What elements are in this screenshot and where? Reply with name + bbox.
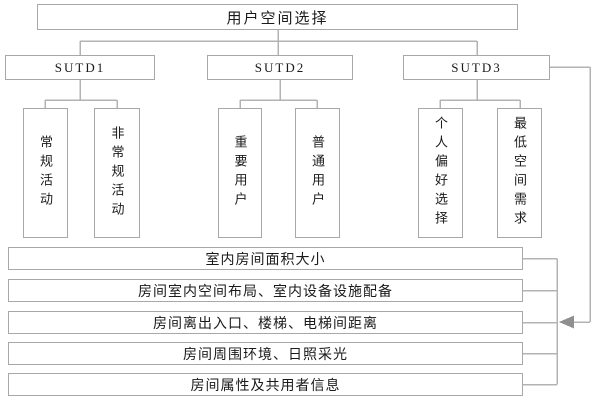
arrow-head xyxy=(559,315,574,329)
criteria-bar-layout-equipment: 房间室内空间布局、室内设备设施配备 xyxy=(8,279,523,302)
criteria-bar-environment-daylight: 房间周围环境、日照采光 xyxy=(8,342,523,365)
leaf-box-personal-preference: 个人偏好选择 xyxy=(418,108,463,238)
criteria-bar-distance: 房间离出入口、楼梯、电梯间距离 xyxy=(8,311,523,334)
criteria-bar-room-area: 室内房间面积大小 xyxy=(8,247,523,270)
group-box-sutd1: SUTD1 xyxy=(5,55,155,80)
leaf-box-ordinary-user: 普通用户 xyxy=(295,108,340,238)
connector-criteria-stubs xyxy=(523,257,557,386)
connector-sutd2-children xyxy=(239,80,318,108)
connector-sutd1-children xyxy=(44,80,118,108)
leaf-box-important-user: 重要用户 xyxy=(218,108,262,238)
criteria-bar-attributes-cousers: 房间属性及共用者信息 xyxy=(8,373,523,396)
group-box-sutd3: SUTD3 xyxy=(403,55,550,80)
leaf-box-irregular-activity: 非常规活动 xyxy=(94,108,140,238)
leaf-box-minimum-space: 最低空间需求 xyxy=(497,108,542,238)
connector-sutd3-children xyxy=(439,80,521,108)
root-box: 用户空间选择 xyxy=(37,4,518,30)
group-box-sutd2: SUTD2 xyxy=(207,55,353,80)
connector-feedback xyxy=(550,66,591,323)
leaf-box-regular-activity: 常规活动 xyxy=(23,108,68,238)
